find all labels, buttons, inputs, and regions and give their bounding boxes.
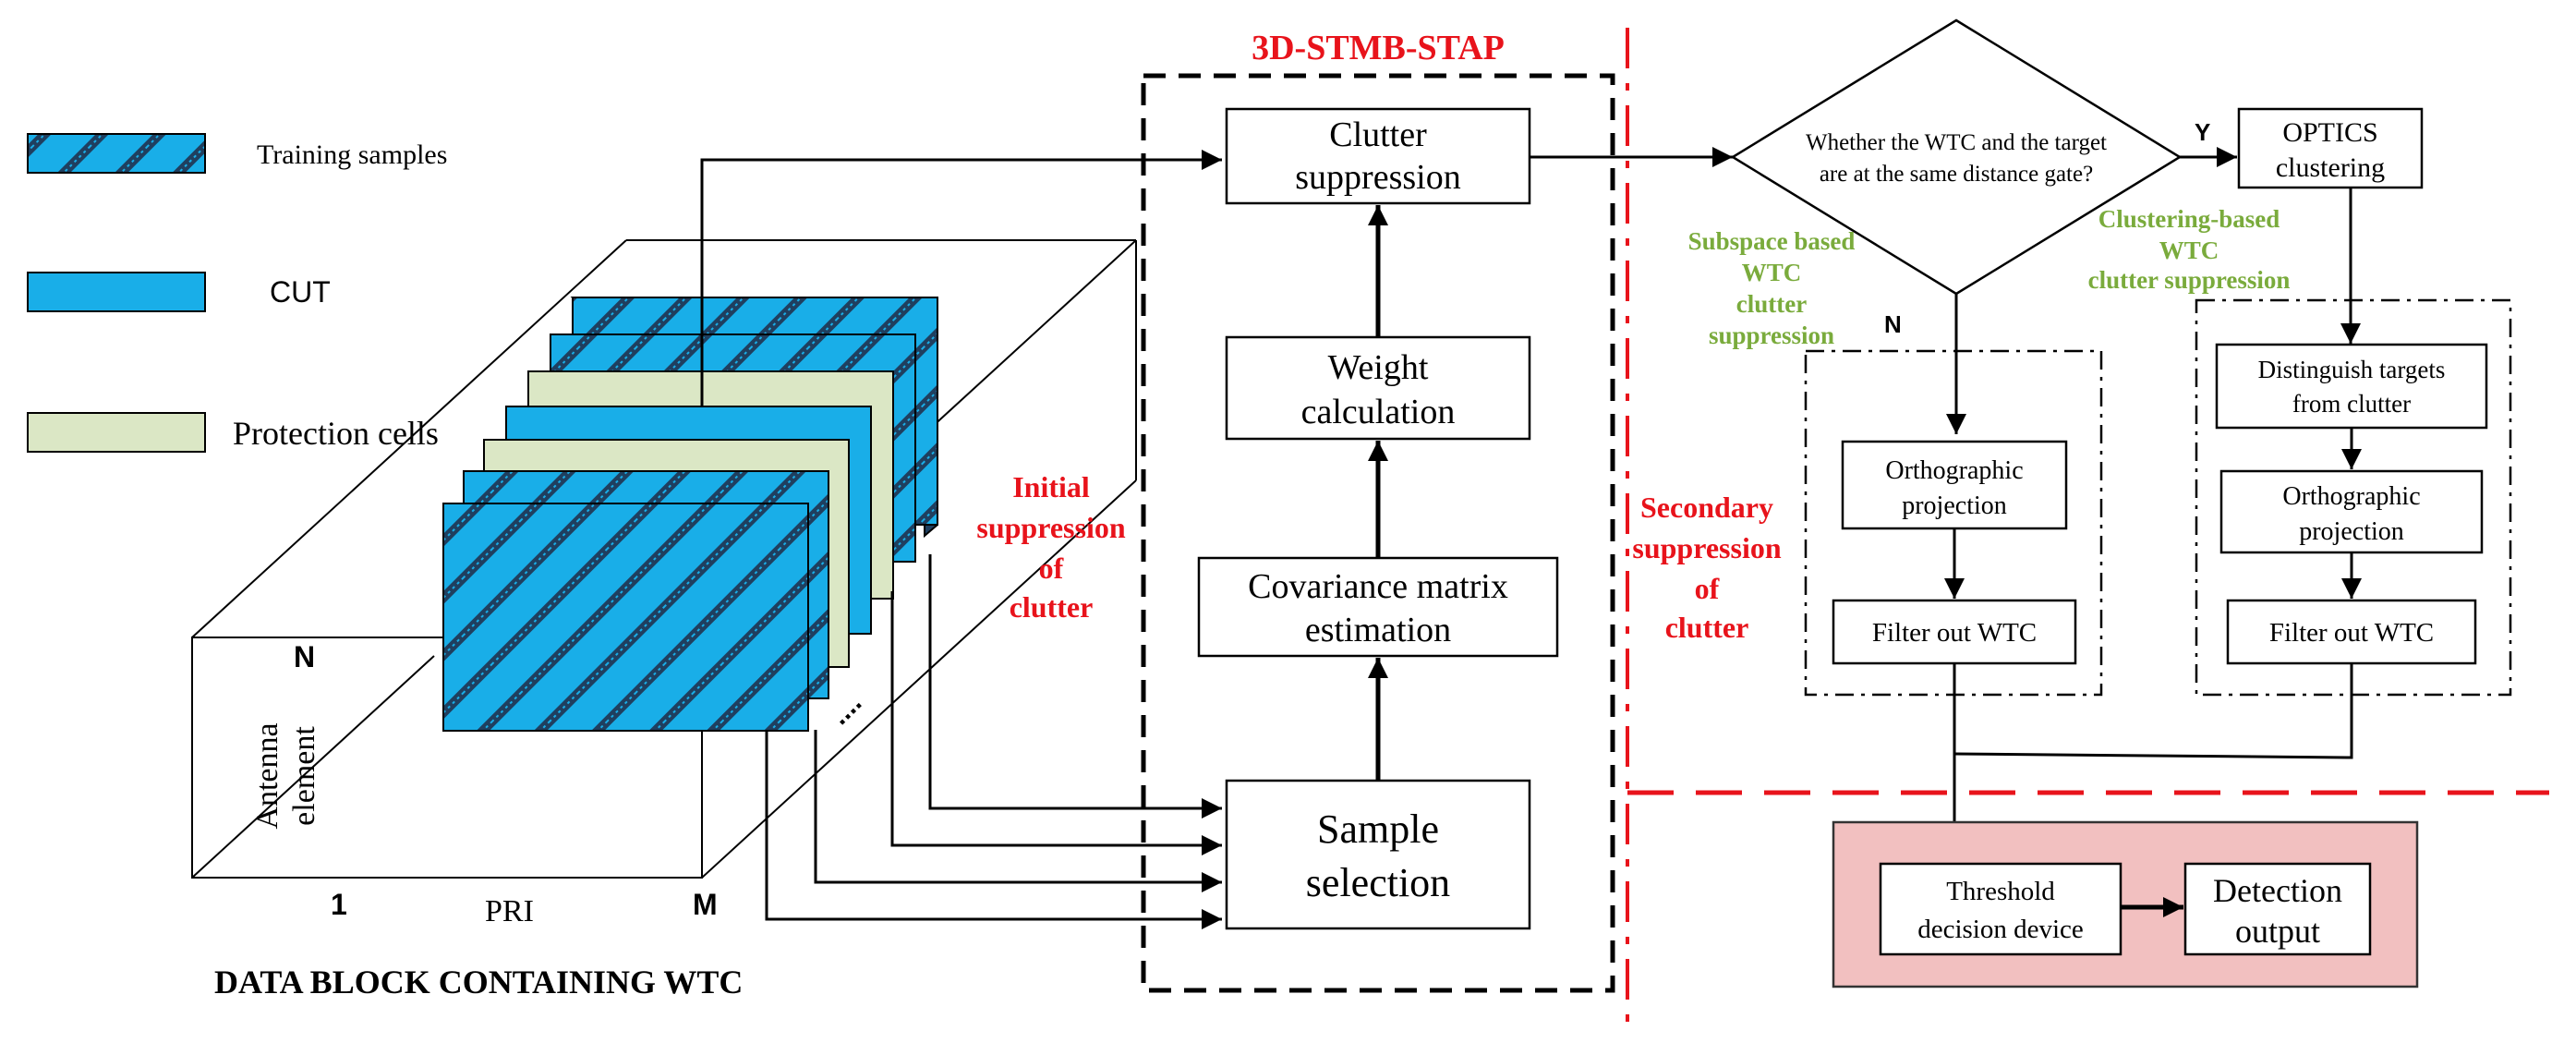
clustering-based-label: Clustering-based WTC clutter suppression: [2088, 205, 2291, 294]
cube-axis-n: N: [294, 640, 315, 673]
arrow-slice1-to-sample-selection: [928, 554, 1222, 819]
box-weight-calculation: [1225, 335, 1531, 441]
slice-training-front-2: [442, 503, 809, 732]
stap-dashed-frame: [1141, 73, 1615, 993]
box-clutter-suppression: [1225, 107, 1531, 205]
box-output-line1: Detection: [2213, 872, 2342, 909]
stap-title: 3D-STMB-STAP: [1252, 29, 1505, 67]
legend: Training samples CUT Protection cells: [27, 133, 447, 453]
cube-axis-antenna: Antenna element: [250, 722, 321, 829]
box-right-filter: [2226, 599, 2477, 665]
cube-axis-antenna-line1: Antenna: [250, 722, 284, 829]
box-left-filter: [1832, 599, 2077, 665]
cube-connections: [700, 150, 1222, 929]
initial-line2: suppression: [976, 511, 1125, 544]
legend-label-cut: CUT: [270, 275, 331, 309]
box-threshold-line1: Threshold: [1946, 877, 2055, 906]
cube-axis-one: 1: [331, 888, 347, 921]
box-covariance-line2: estimation: [1305, 611, 1451, 649]
box-clutter-suppression-line1: Clutter: [1329, 115, 1427, 154]
legend-swatch-cut: [27, 272, 206, 312]
decision-yes-label: Y: [2195, 118, 2210, 146]
arrow-slice7-to-sample-selection: [765, 730, 1222, 929]
secondary-line2: suppression: [1632, 531, 1781, 564]
box-left-ortho-line1: Orthographic: [1885, 456, 2023, 485]
secondary-line4: clutter: [1665, 611, 1749, 644]
cube-edge: [191, 655, 435, 879]
box-clutter-suppression-line2: suppression: [1295, 158, 1460, 197]
box-distinguish-line2: from clutter: [2292, 390, 2411, 418]
decision-no-label: N: [1884, 310, 1902, 338]
box-distinguish: [2215, 343, 2488, 430]
legend-swatch-protection: [27, 412, 206, 453]
subspace-line2: WTC: [1742, 259, 1802, 286]
secondary-suppression-label: Secondary suppression of clutter: [1632, 491, 1781, 644]
box-optics-line2: clustering: [2276, 152, 2385, 183]
legend-swatch-training: [27, 133, 206, 174]
box-sample-selection: [1225, 779, 1531, 930]
initial-line4: clutter: [1010, 590, 1094, 624]
arrow-slice2-to-sample-selection: [890, 591, 1222, 855]
box-covariance-estimation: [1197, 556, 1559, 658]
cube-axis-pri: PRI: [485, 894, 534, 928]
initial-line3: of: [1039, 552, 1064, 585]
box-distinguish-line1: Distinguish targets: [2258, 356, 2446, 383]
box-detection-output: [2183, 862, 2372, 956]
clustering-line2: WTC: [2159, 236, 2219, 264]
cube-edge: [701, 479, 1137, 879]
box-sample-line1: Sample: [1317, 806, 1439, 852]
box-right-filter-text: Filter out WTC: [2269, 618, 2434, 648]
box-weight-line2: calculation: [1301, 393, 1456, 431]
decision-question-line1: Whether the WTC and the target: [1806, 130, 2107, 155]
box-optics-clustering: [2237, 107, 2424, 189]
stap-boxes: [1197, 107, 1559, 930]
box-right-ortho-line2: projection: [2299, 517, 2404, 546]
box-covariance-line1: Covariance matrix: [1248, 567, 1508, 606]
subspace-line3: clutter: [1736, 290, 1807, 318]
box-left-ortho-line2: projection: [1902, 491, 2007, 520]
initial-line1: Initial: [1012, 470, 1090, 503]
decision-question-line2: are at the same distance gate?: [1820, 162, 2093, 187]
cube-slice-ellipsis: ....: [824, 687, 867, 731]
secondary-line1: Secondary: [1640, 491, 1773, 524]
cube-caption: DATA BLOCK CONTAINING WTC: [214, 964, 743, 1000]
initial-suppression-label: Initial suppression of clutter: [976, 470, 1125, 624]
clustering-line3: clutter suppression: [2088, 266, 2291, 294]
box-right-ortho-line1: Orthographic: [2282, 482, 2420, 511]
cube-axis-m: M: [693, 888, 718, 921]
legend-label-protection: Protection cells: [233, 415, 439, 452]
right-branch-frame: [2195, 298, 2512, 697]
box-weight-line1: Weight: [1328, 348, 1429, 387]
cube-edge: [191, 239, 627, 638]
box-left-filter-text: Filter out WTC: [1872, 618, 2037, 648]
subspace-based-label: Subspace based WTC clutter suppression: [1688, 227, 1856, 349]
box-right-orthographic: [2219, 469, 2484, 554]
box-output-line2: output: [2235, 913, 2320, 950]
box-threshold-decision: [1879, 862, 2122, 956]
arrow-cut-to-clutter-suppression: [700, 150, 1222, 406]
box-sample-line2: selection: [1306, 860, 1450, 905]
legend-label-training: Training samples: [257, 139, 447, 170]
clustering-line1: Clustering-based: [2098, 205, 2280, 233]
cube-slices: [442, 297, 938, 732]
cube-axis-antenna-line2: element: [287, 726, 321, 826]
box-threshold-line2: decision device: [1917, 915, 2084, 944]
box-optics-line1: OPTICS: [2282, 117, 2377, 148]
secondary-line3: of: [1695, 572, 1720, 605]
arrow-slice6-to-sample-selection: [814, 730, 1222, 892]
subspace-line4: suppression: [1709, 321, 1834, 349]
subspace-line1: Subspace based: [1688, 227, 1856, 255]
